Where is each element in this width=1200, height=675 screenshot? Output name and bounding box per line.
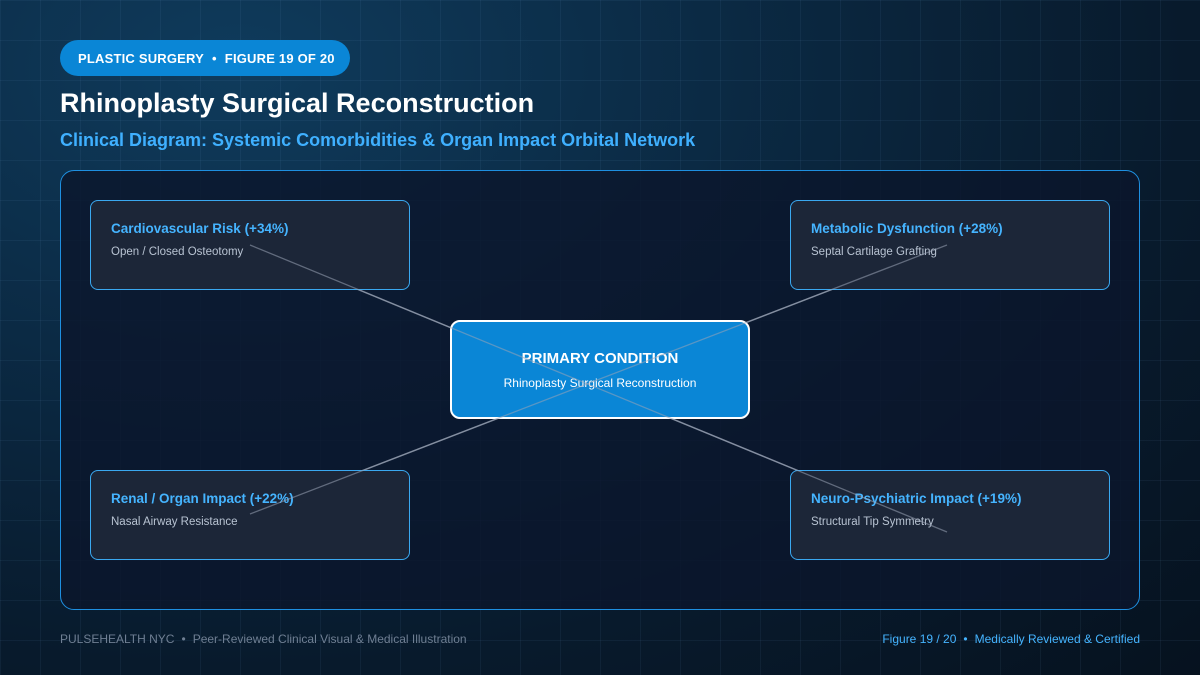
category-badge: PLASTIC SURGERY • FIGURE 19 OF 20	[60, 40, 350, 76]
node-title: Metabolic Dysfunction (+28%)	[811, 221, 1003, 236]
footer-brand: PULSEHEALTH NYC	[60, 632, 175, 646]
footer-right: Figure 19 / 20 • Medically Reviewed & Cert…	[882, 632, 1140, 646]
footer-left-text: Peer-Reviewed Clinical Visual & Medical …	[192, 632, 467, 646]
footer-left: PULSEHEALTH NYC • Peer-Reviewed Clinical V…	[60, 632, 467, 646]
footer-separator: •	[963, 632, 968, 646]
badge-separator: •	[212, 50, 217, 66]
node-subtitle: Structural Tip Symmetry	[811, 516, 934, 528]
badge-category: PLASTIC SURGERY	[78, 50, 205, 66]
footer-separator: •	[181, 632, 186, 646]
node-subtitle: Nasal Airway Resistance	[111, 516, 238, 528]
node-renal: Renal / Organ Impact (+22%) Nasal Airway…	[90, 470, 410, 560]
page-subtitle: Clinical Diagram: Systemic Comorbidities…	[60, 130, 696, 150]
node-neuro: Neuro-Psychiatric Impact (+19%) Structur…	[790, 470, 1110, 560]
footer-right-text: Medically Reviewed & Certified	[974, 632, 1140, 646]
badge-figure: FIGURE 19 OF 20	[224, 50, 335, 66]
node-title: Neuro-Psychiatric Impact (+19%)	[811, 491, 1022, 506]
node-metabolic: Metabolic Dysfunction (+28%) Septal Cart…	[790, 200, 1110, 290]
footer-figure: Figure 19 / 20	[882, 632, 957, 646]
node-subtitle: Open / Closed Osteotomy	[111, 246, 244, 258]
node-subtitle: Septal Cartilage Grafting	[811, 246, 937, 258]
node-cardiovascular: Cardiovascular Risk (+34%) Open / Closed…	[90, 200, 410, 290]
primary-condition-node: PRIMARY CONDITION Rhinoplasty Surgical R…	[450, 320, 750, 419]
node-title: Renal / Organ Impact (+22%)	[111, 491, 294, 506]
node-title: Cardiovascular Risk (+34%)	[111, 221, 289, 236]
page-title: Rhinoplasty Surgical Reconstruction	[60, 88, 535, 118]
primary-condition-sublabel: Rhinoplasty Surgical Reconstruction	[503, 375, 697, 390]
primary-condition-label: PRIMARY CONDITION	[521, 349, 679, 367]
